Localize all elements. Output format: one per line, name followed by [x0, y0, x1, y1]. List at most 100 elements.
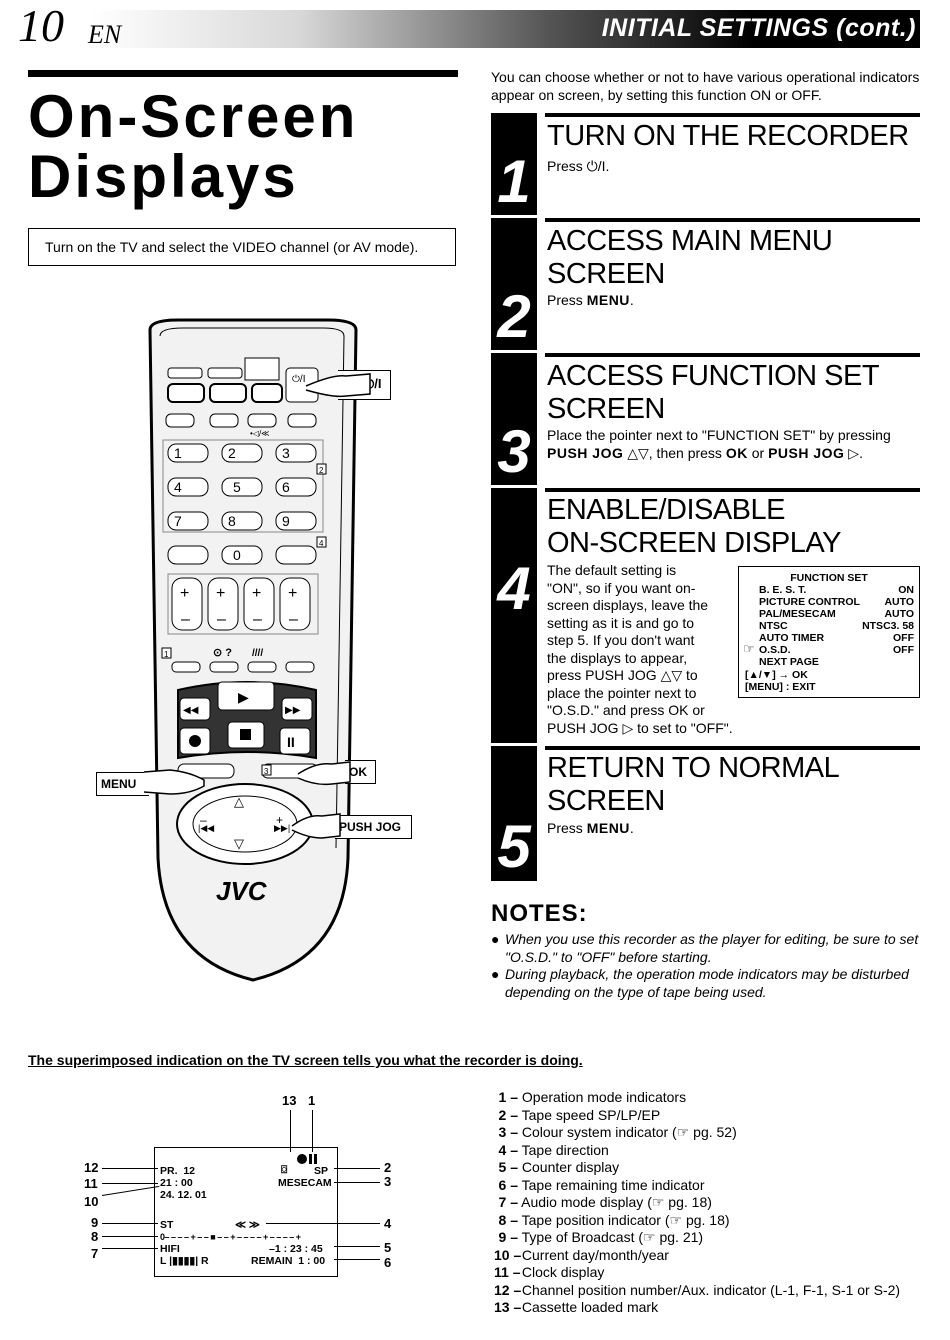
callout-1: 1 — [308, 1093, 316, 1108]
fs-row: NEXT PAGE — [759, 656, 819, 668]
leader-line — [102, 1183, 158, 1184]
legend-item: 4 – Tape direction — [498, 1141, 609, 1158]
push-jog-callout: PUSH JOG — [335, 815, 412, 839]
page-title-line-2: Displays — [28, 143, 299, 210]
step-4-body: The default setting is "ON", so if you w… — [547, 562, 733, 736]
svg-text:◀◀: ◀◀ — [183, 705, 199, 716]
svg-text:+: + — [252, 585, 261, 602]
legend-item: 9 – Type of Broadcast (☞ pg. 21) — [498, 1229, 704, 1245]
leader-line — [334, 1168, 380, 1169]
step-3-body: Place the pointer next to "FUNCTION SET"… — [547, 427, 891, 461]
legend-item: 12 – Channel position number/Aux. indica… — [494, 1281, 901, 1298]
step-4-block: 4 — [491, 488, 537, 743]
svg-text:•◁/≪: •◁/≪ — [250, 429, 270, 438]
step-3-block: 3 — [491, 353, 537, 485]
channel-display: PR. 12 — [160, 1165, 196, 1177]
leader-line — [101, 1185, 160, 1196]
leader-line — [102, 1236, 158, 1237]
audio-levels: L |▮▮▮▮| R — [160, 1255, 209, 1267]
callout-13: 13 — [282, 1093, 297, 1108]
leader-line — [266, 1223, 380, 1224]
leader-line — [102, 1168, 158, 1169]
callout-8: 8 — [91, 1229, 99, 1244]
hand-pointer-icon — [143, 769, 205, 795]
leader-line — [102, 1223, 158, 1224]
keypad-7: 7 — [174, 513, 182, 529]
menu-callout: MENU — [96, 772, 149, 796]
callout-7: 7 — [91, 1246, 99, 1261]
svg-text:+: + — [180, 585, 189, 602]
svg-text:–: – — [289, 611, 298, 628]
callout-9: 9 — [91, 1215, 99, 1230]
legend-item: 10 – Current day/month/year — [494, 1246, 669, 1263]
legend-item: 5 – Counter display — [498, 1159, 620, 1175]
svg-text:▶: ▶ — [238, 689, 249, 705]
legend-item: 3 – Colour system indicator (☞ pg. 52) — [498, 1124, 737, 1140]
step-1-number: 1 — [497, 148, 531, 215]
broadcast-type: ST — [160, 1219, 174, 1231]
callout-11: 11 — [84, 1176, 98, 1191]
tape-position-bar: 0– – – – + – – ■ – – + – – – – + – – – –… — [160, 1232, 301, 1242]
step-4-heading-1: ENABLE/DISABLE — [547, 494, 786, 526]
leader-line — [334, 1259, 380, 1260]
svg-text:▽: ▽ — [234, 836, 244, 851]
step-3-heading-1: ACCESS FUNCTION SET — [547, 360, 880, 392]
callout-5: 5 — [384, 1240, 392, 1255]
step-marker-1: 1 — [164, 650, 169, 659]
step-2-number: 2 — [497, 283, 531, 350]
svg-text:II: II — [287, 734, 295, 750]
step-4-heading-2: ON-SCREEN DISPLAY — [547, 527, 841, 559]
step-3-heading-2: SCREEN — [547, 393, 665, 425]
step-4-number: 4 — [497, 555, 531, 622]
function-set-screen: FUNCTION SET B. E. S. T.ON PICTURE CONTR… — [738, 566, 920, 698]
menu-callout-label: MENU — [101, 777, 137, 791]
svg-text:⏻/I: ⏻/I — [292, 374, 305, 385]
svg-text:⊙ ?: ⊙ ? — [213, 647, 232, 659]
counter-display: –1 : 23 : 45 — [269, 1243, 323, 1255]
colour-system: MESECAM — [278, 1177, 332, 1189]
ok-callout-label: OK — [349, 765, 367, 779]
hand-pointer-icon — [297, 761, 351, 786]
callout-6: 6 — [384, 1255, 392, 1270]
step-5-rule — [545, 746, 920, 750]
step-4-rule — [545, 488, 920, 492]
svg-text:////: //// — [252, 648, 263, 659]
leader-line — [334, 1182, 380, 1183]
header-bar — [92, 10, 920, 48]
step-5-heading-2: SCREEN — [547, 785, 665, 817]
keypad-6: 6 — [282, 479, 290, 495]
step-1-rule — [545, 113, 920, 117]
function-set-title: FUNCTION SET — [790, 572, 868, 584]
step-2-body: Press MENU. — [547, 292, 634, 308]
cassette-icon: ⌼ — [281, 1164, 288, 1176]
svg-text:–: – — [217, 611, 226, 628]
step-marker-3: 3 — [264, 767, 269, 776]
step-5-body: Press MENU. — [547, 820, 634, 836]
note-item: ●When you use this recorder as the playe… — [491, 931, 919, 965]
keypad-8: 8 — [228, 513, 236, 529]
step-1-heading: TURN ON THE RECORDER — [547, 120, 909, 152]
jvc-logo: JVC — [216, 876, 268, 906]
svg-text:+: + — [216, 585, 225, 602]
step-5-number: 5 — [497, 813, 531, 880]
svg-text:|◀◀: |◀◀ — [198, 823, 214, 833]
callout-2: 2 — [384, 1160, 392, 1175]
keypad-3: 3 — [282, 445, 290, 461]
hand-pointer-icon — [291, 813, 341, 839]
step-2-heading-1: ACCESS MAIN MENU — [547, 225, 833, 257]
tv-screen: ⌼ PR. 12 SP 21 : 00 MESECAM 24. 12. 01 S… — [154, 1147, 338, 1277]
step-5-heading-1: RETURN TO NORMAL — [547, 752, 840, 784]
step-2-heading-2: SCREEN — [547, 258, 665, 290]
svg-text:–: – — [181, 611, 190, 628]
svg-text:▶▶|: ▶▶| — [274, 823, 290, 833]
step-5-block: 5 — [491, 746, 537, 881]
legend-item: 13 – Cassette loaded mark — [494, 1299, 659, 1315]
instruction-box: Turn on the TV and select the VIDEO chan… — [28, 228, 456, 266]
callout-4: 4 — [384, 1216, 392, 1231]
leader-line — [312, 1110, 313, 1152]
legend-item: 8 – Tape position indicator (☞ pg. 18) — [498, 1211, 730, 1228]
